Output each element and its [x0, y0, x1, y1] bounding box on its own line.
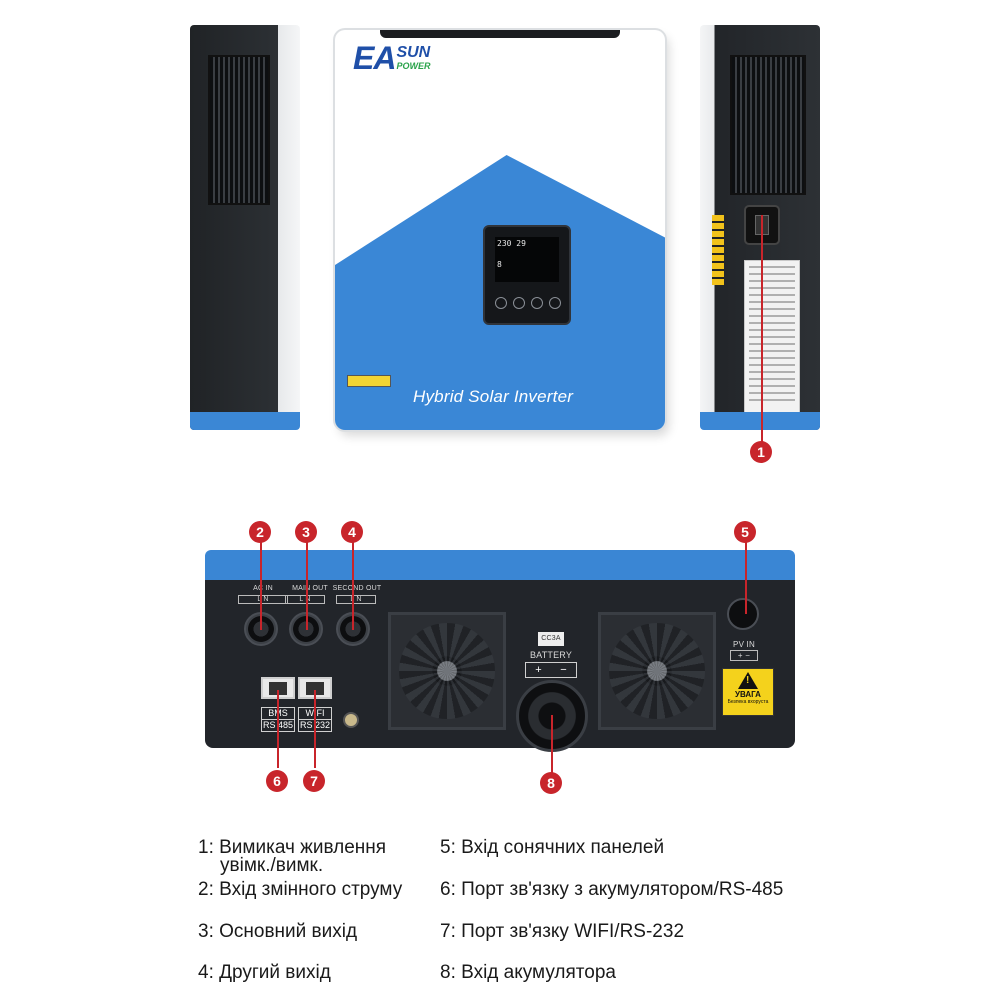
battery-polarity-box: + −	[525, 662, 577, 678]
lcd-line-2: 8	[497, 260, 502, 269]
fuse-tag: CC3A	[538, 632, 564, 646]
left-side-vent	[208, 55, 270, 205]
brand-logo: EA SUN POWER	[353, 40, 430, 77]
left-side-blue-base	[190, 412, 300, 430]
lcd-control-panel: 230 29 8	[483, 225, 571, 325]
pv-input-connector[interactable]	[727, 598, 759, 630]
inverter-front-view: EA SUN POWER 230 29 8 Hybrid Solar Inver…	[335, 30, 665, 430]
spec-label-sticker	[744, 260, 800, 430]
legend-item-7: 7: Порт зв'язку WIFI/RS-232	[440, 921, 685, 942]
ground-screw[interactable]	[343, 712, 359, 728]
legend-item-5: 5: Вхід сонячних панелей	[440, 837, 665, 858]
front-warning-sticker	[347, 375, 391, 387]
right-side-blue-base	[700, 412, 820, 430]
main-out-label: MAIN OUT	[292, 585, 328, 592]
leader-line-1	[761, 215, 763, 443]
battery-minus-sign: −	[560, 664, 567, 676]
legend-item-4: 4: Другий вихід	[198, 962, 331, 983]
legend-item-8: 8: Вхід акумулятора	[440, 962, 616, 983]
callout-marker-2: 2	[249, 521, 271, 543]
right-side-warning-strip	[712, 215, 724, 285]
cooling-fan-left	[388, 612, 506, 730]
leader-line-7	[314, 690, 316, 768]
callout-marker-5: 5	[734, 521, 756, 543]
panel-button-4[interactable]	[549, 297, 561, 309]
pv-in-label: PV IN	[733, 640, 755, 649]
cooling-fan-right	[598, 612, 716, 730]
callout-marker-4: 4	[341, 521, 363, 543]
panel-button-3[interactable]	[531, 297, 543, 309]
panel-button-2[interactable]	[513, 297, 525, 309]
callout-marker-8: 8	[540, 772, 562, 794]
pv-polarity-label: + −	[730, 650, 758, 661]
legend-item-6: 6: Порт зв'язку з акумулятором/RS-485	[440, 879, 784, 900]
warning-triangle-icon	[738, 672, 758, 689]
brand-logo-power: POWER	[396, 61, 431, 71]
mounting-bracket	[380, 30, 620, 38]
bottom-view-top-cover	[205, 550, 795, 582]
battery-plus-sign: +	[535, 664, 542, 676]
leader-line-6	[277, 690, 279, 768]
inverter-left-side-view	[190, 25, 300, 430]
lcd-line-1: 230 29	[497, 239, 526, 248]
callout-marker-1: 1	[750, 441, 772, 463]
legend-item-1-line-2: увімк./вимк.	[220, 855, 324, 876]
main-out-ln-label: L N	[285, 595, 325, 604]
ac-in-label: AC IN	[253, 585, 273, 592]
callout-marker-7: 7	[303, 770, 325, 792]
second-out-label: SECOND OUT	[332, 585, 382, 592]
callout-marker-3: 3	[295, 521, 317, 543]
high-voltage-warning-label: УВАГА Безпека вхорустa	[722, 668, 774, 716]
legend-item-2: 2: Вхід змінного струму	[198, 879, 403, 900]
legend-item-3: 3: Основний вихід	[198, 921, 358, 942]
leader-line-3	[306, 542, 308, 630]
battery-label: BATTERY	[529, 650, 573, 660]
warning-title: УВАГА	[735, 690, 761, 699]
inverter-right-side-view	[700, 25, 820, 430]
right-side-vent	[730, 55, 806, 195]
leader-line-8	[551, 715, 553, 773]
leader-line-4	[352, 542, 354, 630]
second-out-ln-label: L N	[336, 595, 376, 604]
leader-line-5	[745, 542, 747, 614]
ac-in-ln-label: L N	[238, 595, 288, 604]
brand-logo-sun: SUN	[396, 44, 431, 61]
lcd-screen: 230 29 8	[495, 237, 559, 282]
callout-marker-6: 6	[266, 770, 288, 792]
product-name-label: Hybrid Solar Inverter	[413, 387, 574, 406]
legend-item-1-line-1: 1: Вимикач живлення	[198, 837, 387, 858]
panel-button-1[interactable]	[495, 297, 507, 309]
leader-line-2	[260, 542, 262, 630]
brand-logo-ea: EA	[353, 40, 396, 76]
warning-subtitle: Безпека вхорустa	[727, 699, 769, 705]
